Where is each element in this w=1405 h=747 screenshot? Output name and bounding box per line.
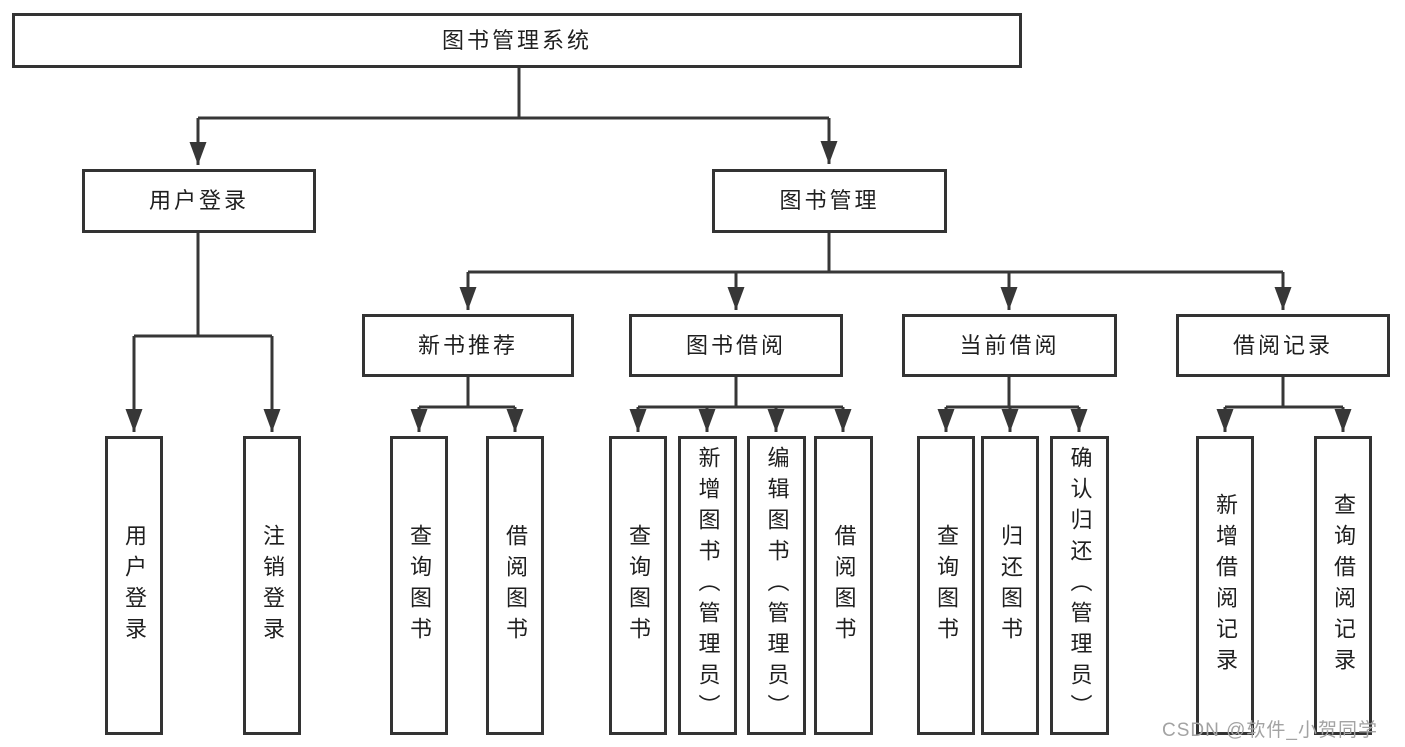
- node-root: 图书管理系统: [12, 13, 1022, 68]
- node-current-borrow: 当前借阅: [902, 314, 1117, 377]
- node-user-login: 用户登录: [82, 169, 316, 233]
- trunk-root: [198, 68, 829, 120]
- csdn-watermark: CSDN @软件_小贺同学: [1162, 720, 1378, 741]
- node-new-book-recommend: 新书推荐: [362, 314, 574, 377]
- trunk-borrow-records: [1225, 377, 1343, 409]
- trunk-book-management: [468, 233, 1283, 274]
- node-book-management: 图书管理: [712, 169, 947, 233]
- leaf-bb-edit-book-admin: 编辑图书（管理员）: [747, 436, 806, 735]
- node-borrow-records: 借阅记录: [1176, 314, 1390, 377]
- leaf-cb-confirm-return-admin: 确认归还（管理员）: [1050, 436, 1109, 735]
- leaf-cb-return-book: 归还图书: [981, 436, 1039, 735]
- leaf-nb-borrow-book: 借阅图书: [486, 436, 544, 735]
- trunk-new-book: [419, 377, 515, 409]
- trunk-user-login: [134, 233, 272, 338]
- leaf-br-query-record: 查询借阅记录: [1314, 436, 1372, 735]
- trunk-current-borrow: [946, 377, 1079, 409]
- leaf-br-add-record: 新增借阅记录: [1196, 436, 1254, 735]
- leaf-nb-query-book: 查询图书: [390, 436, 448, 735]
- trunk-book-borrow: [638, 377, 843, 409]
- leaf-bb-add-book-admin: 新增图书（管理员）: [678, 436, 737, 735]
- leaf-cb-query-book: 查询图书: [917, 436, 975, 735]
- leaf-logout: 注销登录: [243, 436, 301, 735]
- leaf-bb-borrow-book: 借阅图书: [814, 436, 873, 735]
- node-book-borrow: 图书借阅: [629, 314, 843, 377]
- leaf-bb-query-book: 查询图书: [609, 436, 667, 735]
- leaf-user-login: 用户登录: [105, 436, 163, 735]
